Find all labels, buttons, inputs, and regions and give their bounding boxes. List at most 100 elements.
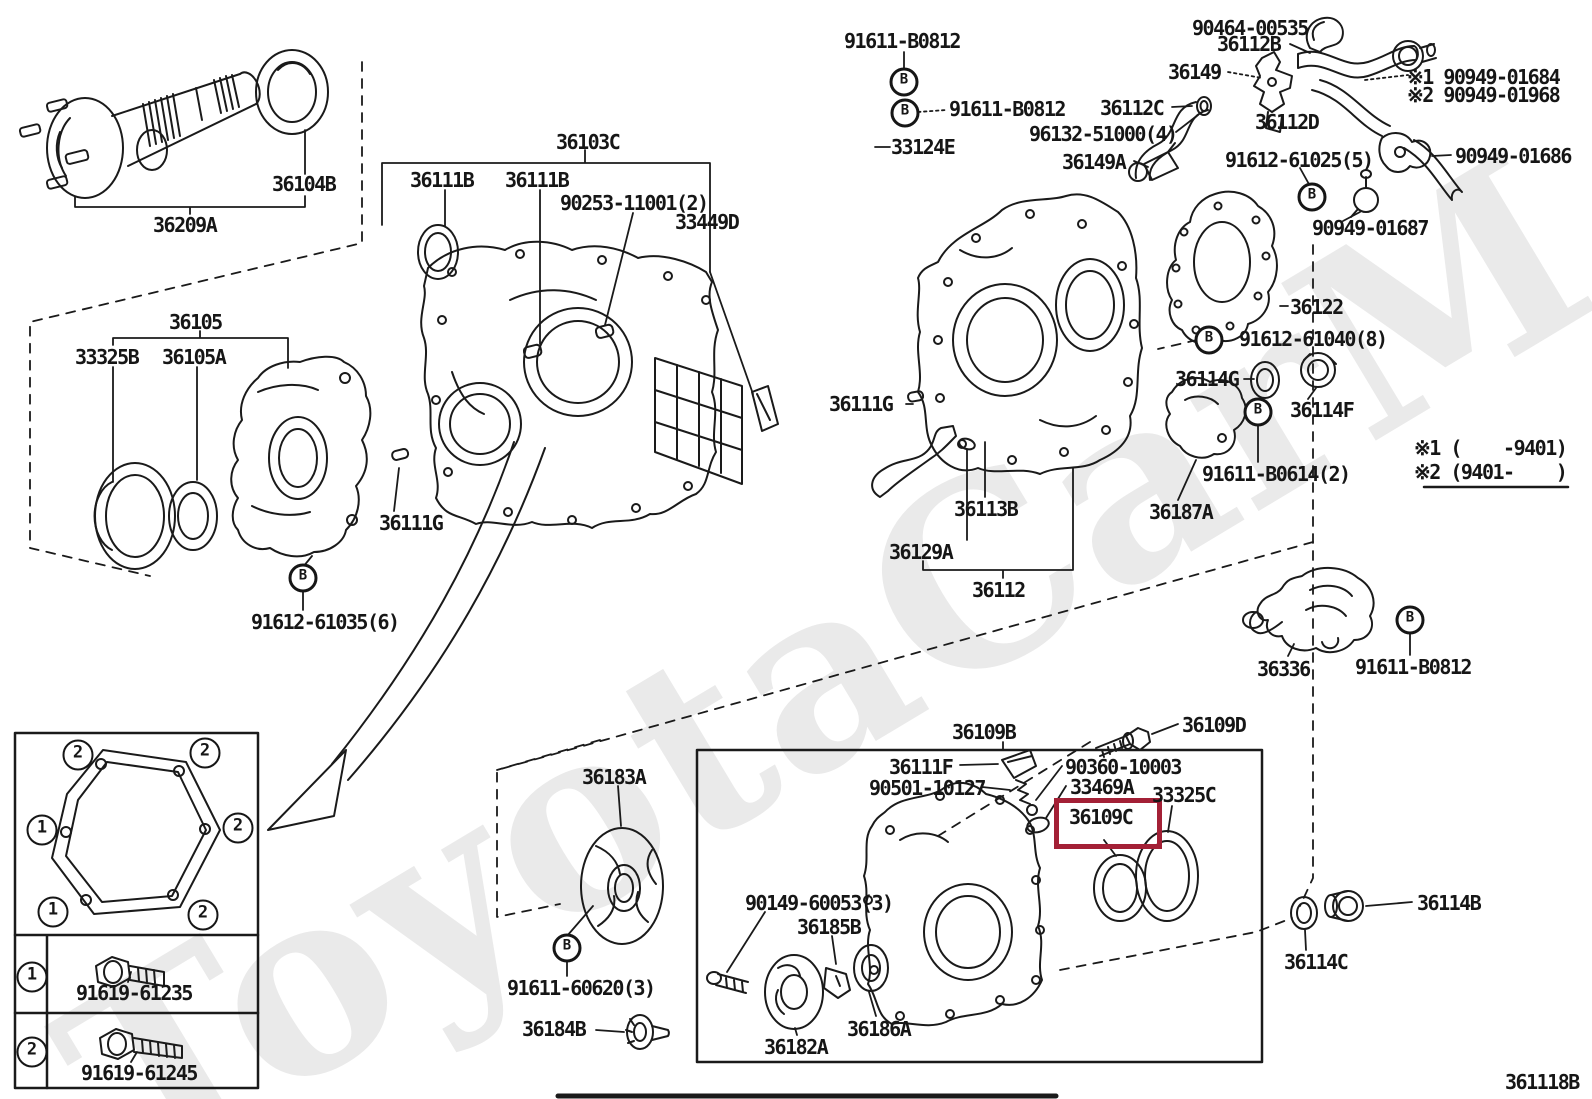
highlight-box <box>1054 798 1162 849</box>
part-label-36111F[interactable]: 36111F <box>889 755 954 779</box>
gear-36184B <box>625 1014 670 1050</box>
part-label-36184B[interactable]: 36184B <box>522 1017 587 1041</box>
legend-number-2: 2 <box>16 1036 48 1068</box>
part-label-36109B[interactable]: 36109B <box>952 720 1017 744</box>
part-label-36114F[interactable]: 36114F <box>1290 398 1355 422</box>
part-label-36111B[interactable]: 36111B <box>410 168 475 192</box>
part-label-36105A[interactable]: 36105A <box>162 345 227 369</box>
bolt-marker-B: B <box>1194 325 1224 355</box>
seal-33325C-outer <box>1135 830 1199 922</box>
callout-number-2: 2 <box>62 739 94 771</box>
part-label-90464-00535[interactable]: 90464-00535 <box>1192 16 1309 40</box>
part-label-36111G[interactable]: 36111G <box>829 392 894 416</box>
part-label-36111B[interactable]: 36111B <box>505 168 570 192</box>
part-label-90949-01687[interactable]: 90949-01687 <box>1312 216 1429 240</box>
gasket-36114G <box>1250 361 1280 399</box>
callout-number-1: 1 <box>37 896 69 928</box>
part-label-36186A[interactable]: 36186A <box>847 1017 912 1041</box>
part-label-91611-B0812[interactable]: 91611-B0812 <box>949 97 1066 121</box>
speedo-drive-36183A <box>580 827 664 945</box>
cover-36336 <box>1242 566 1375 654</box>
part-label--2-90949-01968[interactable]: ※2 90949-01968 <box>1407 83 1561 107</box>
part-label-33124E[interactable]: 33124E <box>891 135 956 159</box>
part-label-91611-B0614-2-[interactable]: 91611-B0614(2) <box>1202 462 1351 486</box>
legend-bolt-2 <box>99 1028 135 1060</box>
plug-36114B <box>1324 890 1364 922</box>
part-label-36104B[interactable]: 36104B <box>272 172 337 196</box>
part-label-36105[interactable]: 36105 <box>169 310 223 334</box>
dotted-leaders <box>917 71 1409 113</box>
part-label-36112D[interactable]: 36112D <box>1255 110 1320 134</box>
callout-number-1: 1 <box>26 814 58 846</box>
part-label-36114C[interactable]: 36114C <box>1284 950 1349 974</box>
part-label-36113B[interactable]: 36113B <box>954 497 1019 521</box>
part-label-90949-01686[interactable]: 90949-01686 <box>1455 144 1572 168</box>
figure-code: 361118B <box>1505 1070 1580 1094</box>
part-label-36114B[interactable]: 36114B <box>1417 891 1482 915</box>
part-label-91612-61025-5-[interactable]: 91612-61025(5) <box>1225 148 1374 172</box>
part-label-90360-10003[interactable]: 90360-10003 <box>1065 755 1182 779</box>
part-label-36182A[interactable]: 36182A <box>764 1035 829 1059</box>
part-label-36114G[interactable]: 36114G <box>1175 367 1240 391</box>
part-label-36109C[interactable]: 36109C <box>1069 805 1134 829</box>
bracket-36187A <box>1165 376 1247 459</box>
part-label-36112[interactable]: 36112 <box>972 578 1026 602</box>
leader-lines <box>74 43 1570 1099</box>
part-label-36209A[interactable]: 36209A <box>153 213 218 237</box>
bolt-36109D <box>1095 735 1131 758</box>
part-label--1-90949-01684[interactable]: ※1 90949-01684 <box>1407 65 1561 89</box>
part-label-90149-60053-3-[interactable]: 90149-60053(3) <box>745 891 894 915</box>
part-label-36111G[interactable]: 36111G <box>379 511 444 535</box>
bolt-marker-B: B <box>1297 182 1327 212</box>
transfer-case-front <box>417 224 779 529</box>
part-label-36103C[interactable]: 36103C <box>556 130 621 154</box>
part-label-33325B[interactable]: 33325B <box>75 345 140 369</box>
part-label-36336[interactable]: 36336 <box>1257 657 1311 681</box>
part-label-91611-B0812[interactable]: 91611-B0812 <box>1355 655 1472 679</box>
extension-housing-group <box>93 355 410 570</box>
callout-number-2: 2 <box>189 737 221 769</box>
note-line-2: ※2 (9401- ) <box>1414 460 1568 484</box>
boundary-dashes <box>29 61 1314 971</box>
part-label-91611-B0812[interactable]: 91611-B0812 <box>844 29 961 53</box>
part-label-91612-61040-8-[interactable]: 91612-61040(8) <box>1239 327 1388 351</box>
part-label-36183A[interactable]: 36183A <box>582 765 647 789</box>
part-label-36129A[interactable]: 36129A <box>889 540 954 564</box>
callout-number-2: 2 <box>222 812 254 844</box>
note-line-1: ※1 ( -9401) <box>1414 436 1568 460</box>
transfer-case-rear <box>871 193 1143 498</box>
part-label-90501-10127[interactable]: 90501-10127 <box>869 776 986 800</box>
part-label-36112C[interactable]: 36112C <box>1100 96 1165 120</box>
part-label-36109D[interactable]: 36109D <box>1182 713 1247 737</box>
bolt-marker-B: B <box>552 933 582 963</box>
part-label-90253-11001-2-[interactable]: 90253-11001(2) <box>560 191 709 215</box>
plug-36114F <box>1300 352 1337 388</box>
part-label-33325C[interactable]: 33325C <box>1152 783 1217 807</box>
part-label-36149[interactable]: 36149 <box>1168 60 1222 84</box>
part-label-91612-61035-6-[interactable]: 91612-61035(6) <box>251 610 400 634</box>
part-label-33449D[interactable]: 33449D <box>675 210 740 234</box>
funnel-36111F <box>1001 749 1037 779</box>
part-label-36149A[interactable]: 36149A <box>1062 150 1127 174</box>
bolt-marker-B: B <box>890 98 920 128</box>
bolt-marker-B: B <box>889 67 919 97</box>
part-label-96132-51000-4-[interactable]: 96132-51000(4) <box>1029 122 1178 146</box>
part-label-36187A[interactable]: 36187A <box>1149 500 1214 524</box>
ball-90360-10003 <box>1026 804 1038 816</box>
breather-hoses <box>1128 16 1463 218</box>
part-label-36185B[interactable]: 36185B <box>797 915 862 939</box>
flow-arrow <box>267 441 546 831</box>
part-label-91619-61235[interactable]: 91619-61235 <box>76 981 193 1005</box>
part-label-36112B[interactable]: 36112B <box>1217 32 1282 56</box>
speedo-gear-36182A <box>764 954 824 1030</box>
oil-seal-36104B <box>255 49 329 135</box>
shift-lever-36113B <box>871 425 957 498</box>
bolt-marker-B: B <box>1395 605 1425 635</box>
part-label-36122[interactable]: 36122 <box>1290 295 1344 319</box>
part-label-91611-60620-3-[interactable]: 91611-60620(3) <box>507 976 656 1000</box>
part-label-33469A[interactable]: 33469A <box>1070 775 1135 799</box>
part-label-91619-61245[interactable]: 91619-61245 <box>81 1061 198 1085</box>
legend-number-1: 1 <box>16 961 48 993</box>
